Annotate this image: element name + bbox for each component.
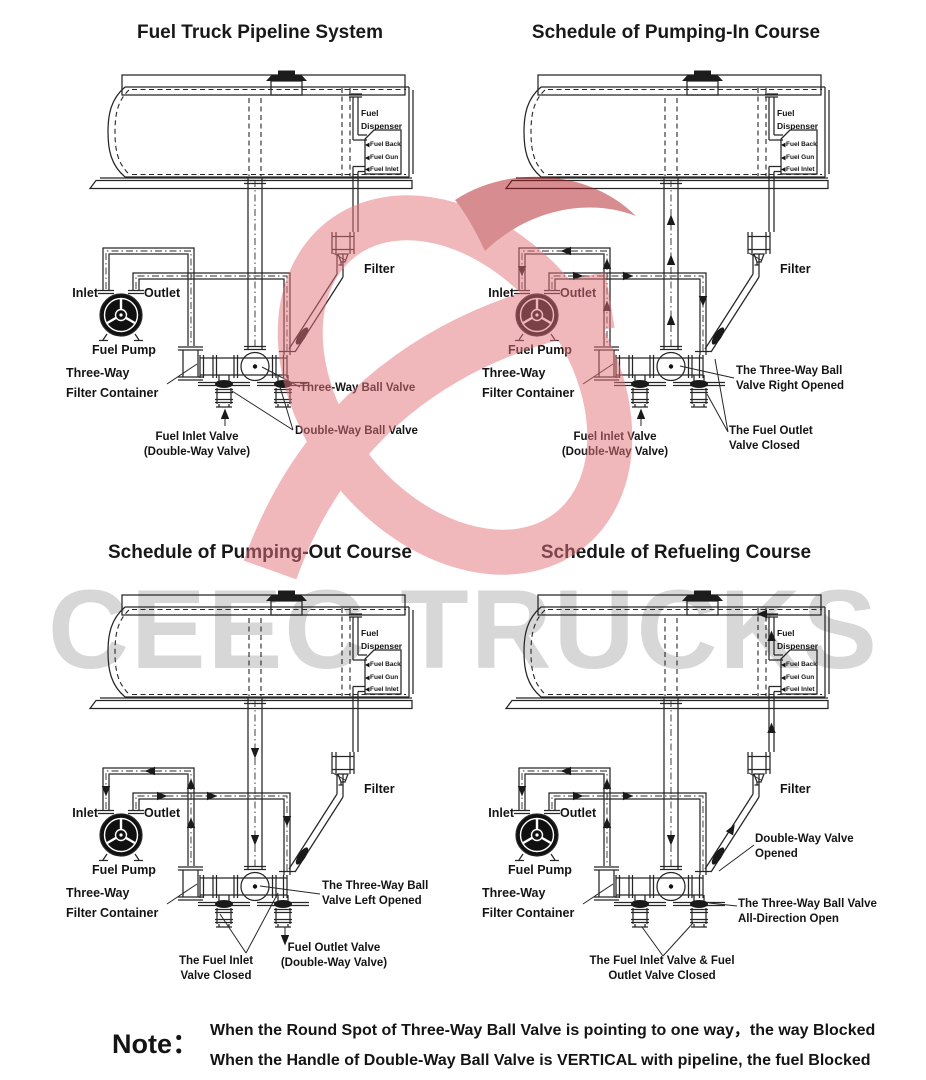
panel-fuel-truck-pipeline-system: Fuel Truck Pipeline System Inlet Outlet … — [50, 22, 470, 468]
filter-label: Filter — [364, 262, 395, 276]
truck-pipeline-diagram: Inlet Outlet Fuel Pump Three-Way Filter … — [50, 588, 470, 988]
outlet-label: Outlet — [560, 286, 597, 300]
truck-pipeline-diagram: Inlet Outlet Fuel Pump Three-Way Filter … — [466, 68, 886, 468]
callout-double-way-ball-valve: Double-Way Ball Valve — [295, 425, 418, 437]
inlet-label: Inlet — [72, 286, 98, 300]
callout-fuel-inlet-valve: Fuel Inlet Valve(Double-Way Valve) — [143, 431, 251, 458]
port-fuel-gun-label: Fuel Gun — [786, 674, 815, 681]
fuel-pump-label: Fuel Pump — [92, 343, 156, 357]
note-label: Note： — [112, 1029, 199, 1059]
note-text: When the Round Spot of Three-Way Ball Va… — [210, 1016, 920, 1076]
filter-label: Filter — [364, 782, 395, 796]
inlet-label: Inlet — [72, 806, 98, 820]
port-fuel-inlet-label: Fuel Inlet — [786, 686, 815, 693]
port-fuel-inlet-label: Fuel Inlet — [370, 686, 399, 693]
port-fuel-back-label: Fuel Back — [786, 141, 817, 148]
note-line-2: When the Handle of Double-Way Ball Valve… — [210, 1052, 871, 1069]
callout-fuel-outlet-valve: Fuel Outlet Valve(Double-Way Valve) — [280, 942, 388, 969]
callout-three-way-ball-valve: Three-Way Ball Valve — [300, 382, 416, 394]
filter-container-label: Three-Way Filter Container — [482, 886, 575, 920]
panel-pumping-out-course: Schedule of Pumping-Out Course — [50, 542, 470, 988]
panel-refueling-course: Schedule of Refueling Course — [466, 542, 886, 988]
filter-container-label: Three-Way Filter Container — [482, 366, 575, 400]
filter-label: Filter — [780, 782, 811, 796]
port-fuel-gun-label: Fuel Gun — [786, 154, 815, 161]
leader-lines — [167, 773, 345, 953]
filter-container-label: Three-Way Filter Container — [66, 366, 159, 400]
brand-text-watermark: CEEC TRUCKS — [48, 567, 879, 692]
truck-pipeline-diagram: Inlet Outlet Fuel Pump Three-Way Filter … — [466, 588, 886, 988]
callout-fuel-inlet-valve: Fuel Inlet Valve(Double-Way Valve) — [561, 431, 669, 458]
port-fuel-back-label: Fuel Back — [370, 141, 401, 148]
port-fuel-back-label: Fuel Back — [370, 661, 401, 668]
panel-title: Schedule of Pumping-Out Course — [107, 542, 412, 563]
filter-label: Filter — [780, 262, 811, 276]
outlet-label: Outlet — [560, 806, 597, 820]
panel-title: Fuel Truck Pipeline System — [136, 22, 384, 43]
fuel-dispenser-label: Fuel Dispenser — [361, 108, 403, 131]
panel-title: Schedule of Refueling Course — [540, 542, 812, 563]
outlet-label: Outlet — [144, 286, 181, 300]
port-fuel-back-label: Fuel Back — [786, 661, 817, 668]
leader-lines — [583, 773, 761, 956]
fuel-dispenser-label: Fuel Dispenser — [777, 108, 819, 131]
fuel-pump-label: Fuel Pump — [508, 863, 572, 877]
panel-pumping-in-course: Schedule of Pumping-In Course — [466, 22, 886, 468]
fuel-dispenser-label: Fuel Dispenser — [777, 628, 819, 651]
fuel-dispenser-label: Fuel Dispenser — [361, 628, 403, 651]
inlet-label: Inlet — [488, 286, 514, 300]
outlet-label: Outlet — [144, 806, 181, 820]
port-fuel-inlet-label: Fuel Inlet — [786, 166, 815, 173]
port-fuel-gun-label: Fuel Gun — [370, 154, 399, 161]
inlet-label: Inlet — [488, 806, 514, 820]
filter-container-label: Three-Way Filter Container — [66, 886, 159, 920]
up-arrow-icon — [636, 408, 646, 419]
truck-pipeline-diagram: Inlet Outlet Fuel Pump Three-Way Filter … — [50, 68, 470, 468]
note-line-1: When the Round Spot of Three-Way Ball Va… — [210, 1022, 876, 1039]
port-fuel-inlet-label: Fuel Inlet — [370, 166, 399, 173]
fuel-pump-label: Fuel Pump — [508, 343, 572, 357]
panel-title: Schedule of Pumping-In Course — [531, 22, 821, 43]
up-arrow-icon — [220, 408, 230, 419]
fuel-pump-label: Fuel Pump — [92, 863, 156, 877]
port-fuel-gun-label: Fuel Gun — [370, 674, 399, 681]
